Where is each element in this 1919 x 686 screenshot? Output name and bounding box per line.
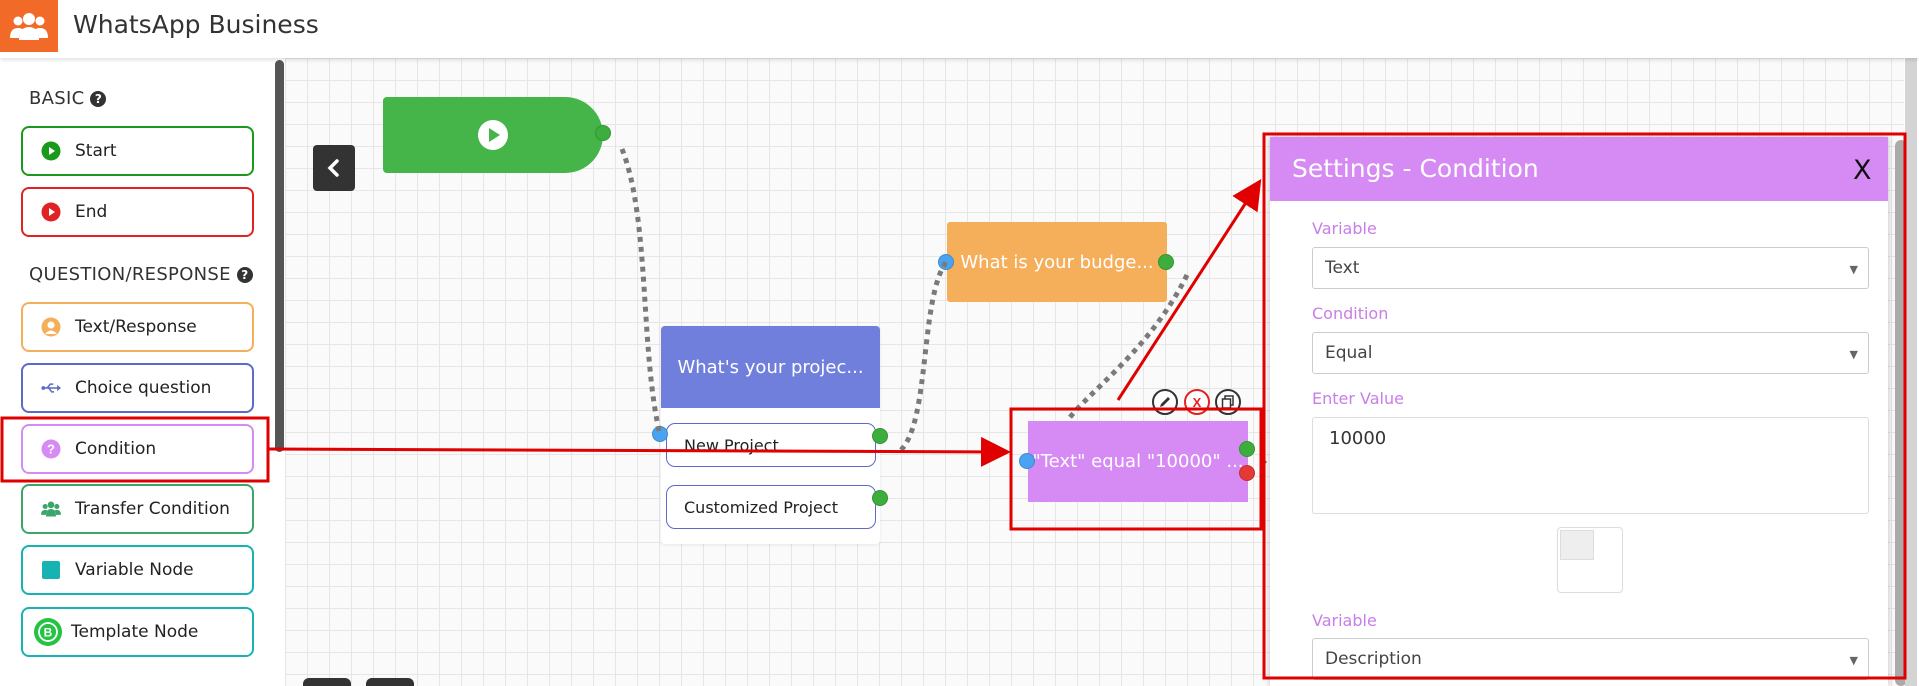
caret-down-icon: ▼ bbox=[1849, 263, 1858, 276]
pencil-icon bbox=[1160, 397, 1170, 407]
variable-select[interactable]: Text ▼ bbox=[1312, 247, 1869, 289]
play-circle-icon bbox=[41, 141, 61, 161]
choice-output-port[interactable] bbox=[872, 490, 888, 506]
user-icon bbox=[41, 317, 61, 337]
svg-text:?: ? bbox=[47, 442, 55, 457]
palette-item-transfer-condition[interactable]: Transfer Condition bbox=[21, 484, 254, 534]
question-node-title: What's your projec... bbox=[661, 326, 880, 408]
image-placeholder bbox=[1560, 530, 1594, 560]
palette-item-template-node[interactable]: B Template Node bbox=[21, 607, 254, 657]
variable2-label: Variable bbox=[1312, 611, 1377, 630]
section-title-basic: BASIC ? bbox=[29, 88, 107, 109]
app-header: WhatsApp Business bbox=[0, 0, 1919, 58]
variable2-select[interactable]: Description ▼ bbox=[1312, 638, 1869, 680]
flow-text-response-node[interactable]: What is your budge... bbox=[947, 222, 1167, 302]
collapse-sidebar-button[interactable] bbox=[313, 145, 355, 191]
sidebar-scrollbar[interactable] bbox=[275, 60, 284, 452]
palette-item-text-response[interactable]: Text/Response bbox=[21, 302, 254, 352]
flow-condition-node[interactable]: "Text" equal "10000" ... bbox=[1028, 421, 1248, 502]
value-input[interactable]: 10000 bbox=[1312, 417, 1869, 514]
choice-output-port[interactable] bbox=[872, 428, 888, 444]
close-icon: X bbox=[1192, 394, 1202, 410]
users-icon bbox=[10, 13, 48, 40]
usb-icon bbox=[41, 378, 61, 398]
edit-node-button[interactable] bbox=[1152, 389, 1178, 415]
delete-node-button[interactable]: X bbox=[1184, 389, 1210, 415]
condition-select[interactable]: Equal ▼ bbox=[1312, 332, 1869, 374]
palette-item-start[interactable]: Start bbox=[21, 126, 254, 176]
condition-input-port[interactable] bbox=[1019, 453, 1035, 469]
condition-true-port[interactable] bbox=[1239, 441, 1255, 457]
choice-option[interactable]: New Project bbox=[666, 423, 876, 467]
section-title-question-response: QUESTION/RESPONSE ? bbox=[29, 264, 253, 285]
settings-panel: Settings - Condition X Variable Text ▼ C… bbox=[1270, 137, 1888, 686]
square-icon bbox=[41, 560, 61, 580]
page-scrollbar[interactable] bbox=[1905, 0, 1917, 686]
flow-choice-question-node[interactable]: What's your projec... New Project Custom… bbox=[661, 326, 880, 544]
app-logo bbox=[0, 0, 58, 52]
app-title: WhatsApp Business bbox=[73, 10, 319, 39]
caret-down-icon: ▼ bbox=[1849, 348, 1858, 361]
image-upload-box[interactable] bbox=[1557, 527, 1623, 593]
copy-icon bbox=[1221, 395, 1234, 409]
palette-item-condition[interactable]: ? Condition bbox=[21, 424, 254, 474]
play-circle-icon bbox=[478, 120, 508, 150]
users-icon bbox=[41, 499, 61, 519]
settings-title: Settings - Condition bbox=[1292, 154, 1539, 183]
variable-label: Variable bbox=[1312, 219, 1377, 238]
caret-down-icon: ▼ bbox=[1849, 654, 1858, 667]
settings-header: Settings - Condition X bbox=[1270, 137, 1888, 201]
budget-input-port[interactable] bbox=[938, 254, 954, 270]
palette-item-variable-node[interactable]: Variable Node bbox=[21, 545, 254, 595]
play-circle-icon bbox=[41, 202, 61, 222]
svg-text:B: B bbox=[44, 626, 53, 640]
help-icon[interactable]: ? bbox=[236, 266, 253, 283]
palette-item-end[interactable]: End bbox=[21, 187, 254, 237]
question-circle-icon: ? bbox=[41, 439, 61, 459]
question-input-port[interactable] bbox=[652, 426, 668, 442]
zoom-in-button[interactable] bbox=[366, 678, 414, 686]
flow-start-node[interactable] bbox=[383, 97, 603, 173]
chevron-left-icon bbox=[327, 159, 339, 177]
zoom-out-button[interactable] bbox=[303, 678, 351, 686]
budget-output-port[interactable] bbox=[1158, 254, 1174, 270]
condition-label: Condition bbox=[1312, 304, 1389, 323]
start-output-port[interactable] bbox=[595, 125, 611, 141]
settings-close-button[interactable]: X bbox=[1853, 155, 1872, 186]
help-icon[interactable]: ? bbox=[90, 90, 107, 107]
copy-node-button[interactable] bbox=[1215, 389, 1241, 415]
choice-option[interactable]: Customized Project bbox=[666, 485, 876, 529]
palette-item-choice-question[interactable]: Choice question bbox=[21, 363, 254, 413]
condition-false-port[interactable] bbox=[1239, 465, 1255, 481]
whatsapp-business-icon: B bbox=[33, 617, 63, 647]
value-label: Enter Value bbox=[1312, 389, 1404, 408]
